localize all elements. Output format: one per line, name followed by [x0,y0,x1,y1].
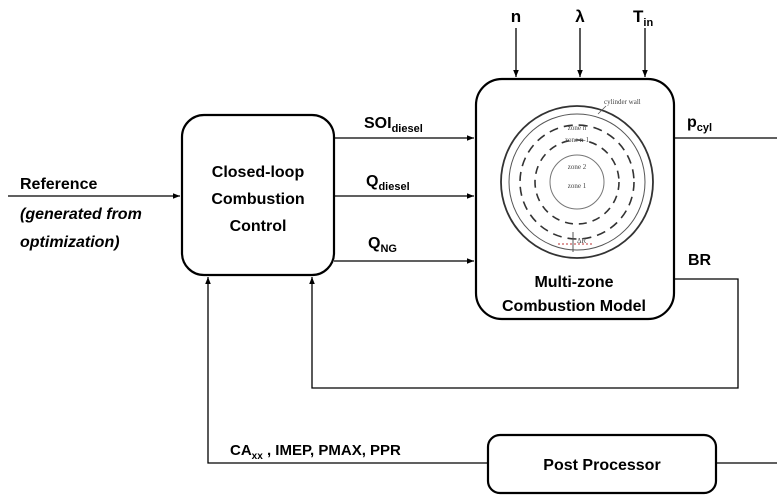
qdiesel-label: Qdiesel [366,173,410,193]
post-processor-label: Post Processor [543,457,660,474]
soi-label: SOIdiesel [364,115,423,135]
controller-line3: Control [230,218,287,235]
br-feedback-line [309,277,739,389]
model-line1: Multi-zone [534,274,613,291]
reference-line2: optimization) [20,234,120,251]
zone-n1-ring [519,124,635,240]
zone-n1-label: zone n-1 [565,136,590,144]
zone-n-label: zone n [568,124,587,132]
controller-box [180,113,336,277]
lambda-label: λ [575,7,585,26]
qng-label: QNG [368,235,397,255]
model-line2: Combustion Model [502,298,646,315]
pcyl-label: pcyl [687,114,712,134]
post-processor-box [486,433,718,495]
reference-title: Reference [20,176,97,193]
zone-2-label: zone 2 [568,163,587,171]
zone-rings [500,105,654,259]
zone-1-label: zone 1 [568,182,587,190]
model-box [474,77,676,321]
cylinder-wall-ring [500,105,654,259]
zone-1-ring [549,154,605,210]
feedback-signals-label: CAxx , IMEP, PMAX, PPR [230,442,401,462]
zone-n-ring [508,113,646,251]
zone-2-ring [534,139,620,225]
reference-line1: (generated from [20,206,142,223]
post-processor-feedback-line [205,277,488,464]
controller-line1: Closed-loop [212,164,305,181]
controller-line2: Combustion [211,191,304,208]
delta-r-label: ΔR [577,237,587,245]
cylinder-wall-pointer [597,105,607,115]
tin-label: Tin [633,7,653,29]
n-label: n [511,7,521,26]
cylinder-wall-label: cylinder wall [604,98,641,106]
br-label: BR [688,252,712,269]
